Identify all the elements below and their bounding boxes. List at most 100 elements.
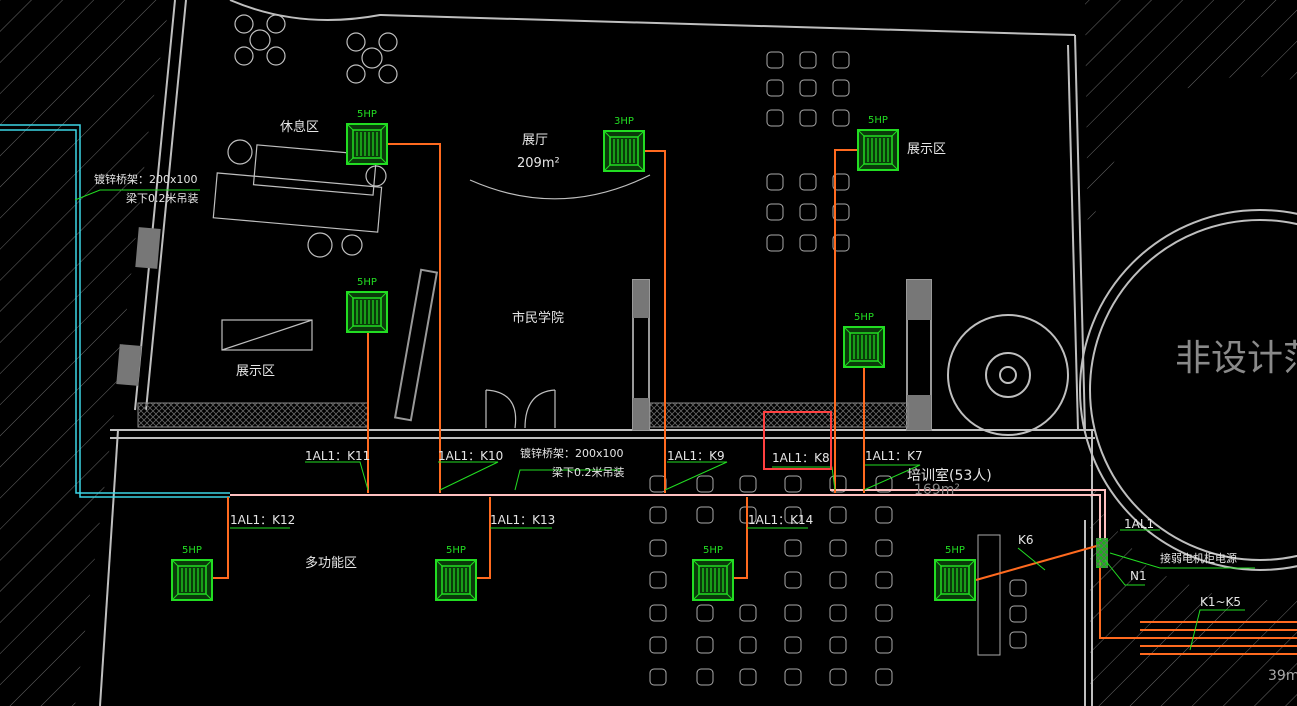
seat bbox=[832, 51, 850, 69]
seat bbox=[766, 51, 784, 69]
seat bbox=[875, 506, 893, 524]
seat bbox=[784, 475, 802, 493]
label-display-right: 展示区 bbox=[907, 142, 946, 157]
seat bbox=[875, 571, 893, 589]
seat bbox=[799, 51, 817, 69]
seat bbox=[784, 668, 802, 686]
tray-note-left-2: 梁下0.2米吊装 bbox=[126, 191, 199, 205]
tray-note-center-1: 镀锌桥架：200x100 bbox=[520, 446, 624, 460]
seat bbox=[784, 604, 802, 622]
cable-tray bbox=[230, 489, 1106, 540]
label-non-design: 非设计范 bbox=[1175, 338, 1297, 379]
seat bbox=[649, 506, 667, 524]
ac-unit[interactable]: 5HP bbox=[346, 277, 388, 333]
selection-highlight[interactable] bbox=[763, 411, 832, 470]
region-labels: 休息区 展厅 209m² 展示区 展示区 市民学院 多功能区 培训室(53人) … bbox=[236, 119, 1297, 684]
ac-unit-capacity-label: 5HP bbox=[854, 312, 874, 323]
seat bbox=[696, 604, 714, 622]
label-hall-area: 209m² bbox=[517, 156, 560, 171]
ac-unit[interactable]: 3HP bbox=[603, 116, 645, 172]
seat bbox=[766, 173, 784, 191]
seat bbox=[696, 668, 714, 686]
seat bbox=[799, 234, 817, 252]
seat bbox=[739, 636, 757, 654]
label-civic-academy: 市民学院 bbox=[512, 310, 564, 326]
ac-unit-capacity-label: 5HP bbox=[703, 545, 723, 556]
ac-unit-capacity-label: 5HP bbox=[945, 545, 965, 556]
label-rest-area: 休息区 bbox=[280, 119, 319, 135]
k1-k5-label: K1~K5 bbox=[1200, 595, 1241, 609]
seat bbox=[649, 636, 667, 654]
circuit-label: 1AL1：K8 bbox=[772, 451, 830, 465]
ac-unit[interactable]: 5HP bbox=[171, 545, 213, 601]
ac-unit-capacity-label: 5HP bbox=[182, 545, 202, 556]
circuit-label: 1AL1：K12 bbox=[230, 513, 295, 527]
seat bbox=[875, 636, 893, 654]
seat-grid-top bbox=[766, 51, 850, 252]
panel-1al1-label: 1AL1 bbox=[1124, 517, 1154, 531]
seat bbox=[829, 571, 847, 589]
ac-unit-capacity-label: 3HP bbox=[614, 116, 634, 127]
ac-unit[interactable]: 5HP bbox=[692, 545, 734, 601]
label-training-area: 169m² bbox=[914, 482, 960, 498]
seat bbox=[829, 636, 847, 654]
seat bbox=[832, 203, 850, 221]
ac-unit[interactable]: 5HP bbox=[346, 109, 388, 165]
seat bbox=[799, 109, 817, 127]
furniture bbox=[212, 14, 651, 429]
seat bbox=[832, 79, 850, 97]
seat bbox=[799, 173, 817, 191]
ac-unit[interactable]: 5HP bbox=[857, 115, 899, 171]
seat bbox=[799, 79, 817, 97]
seat bbox=[829, 475, 847, 493]
seat bbox=[829, 506, 847, 524]
seat bbox=[766, 234, 784, 252]
ac-unit-capacity-label: 5HP bbox=[868, 115, 888, 126]
cyan-boundary bbox=[0, 124, 230, 498]
panel-note-label: 接弱电机柜电源 bbox=[1160, 551, 1237, 565]
annotation-labels: 镀锌桥架：200x100 梁下0.2米吊装 镀锌桥架：200x100 梁下0.2… bbox=[94, 172, 1241, 609]
seat bbox=[739, 668, 757, 686]
seat bbox=[784, 506, 802, 524]
seat bbox=[766, 109, 784, 127]
ac-unit[interactable]: 5HP bbox=[934, 545, 976, 601]
seat bbox=[739, 604, 757, 622]
seat bbox=[875, 539, 893, 557]
circular-building bbox=[947, 209, 1297, 571]
ac-units: 5HP 3HP 5HP 5HP 5HP 5HP 5HP 5HP 5HP bbox=[171, 109, 976, 601]
distribution-panel[interactable] bbox=[1096, 538, 1108, 568]
training-tables bbox=[977, 534, 1001, 656]
seat bbox=[696, 636, 714, 654]
seat bbox=[649, 475, 667, 493]
seat bbox=[784, 636, 802, 654]
ac-unit[interactable]: 5HP bbox=[435, 545, 477, 601]
label-bottom-area: 39m bbox=[1268, 668, 1297, 684]
label-multi-function: 多功能区 bbox=[305, 555, 357, 571]
seat bbox=[875, 668, 893, 686]
seat bbox=[766, 79, 784, 97]
seat bbox=[829, 604, 847, 622]
seat bbox=[799, 203, 817, 221]
ac-unit-capacity-label: 5HP bbox=[446, 545, 466, 556]
seat bbox=[832, 173, 850, 191]
n1-label: N1 bbox=[1130, 569, 1147, 583]
tray-note-left-1: 镀锌桥架：200x100 bbox=[94, 172, 198, 186]
facade-strip bbox=[137, 402, 909, 428]
circuit-wires bbox=[212, 143, 1297, 655]
label-hall-title: 展厅 bbox=[522, 133, 548, 148]
label-training-room: 培训室(53人) bbox=[907, 467, 992, 484]
seat bbox=[784, 539, 802, 557]
seat bbox=[1009, 631, 1027, 649]
seat bbox=[829, 668, 847, 686]
seat bbox=[875, 604, 893, 622]
seat bbox=[649, 539, 667, 557]
seat bbox=[832, 109, 850, 127]
ac-unit[interactable]: 5HP bbox=[843, 312, 885, 368]
circuit-label: 1AL1：K10 bbox=[438, 449, 503, 463]
tray-note-center-2: 梁下0.2米吊装 bbox=[552, 465, 625, 479]
circuit-label: 1AL1：K14 bbox=[748, 513, 813, 527]
seat bbox=[649, 604, 667, 622]
ac-unit-capacity-label: 5HP bbox=[357, 109, 377, 120]
